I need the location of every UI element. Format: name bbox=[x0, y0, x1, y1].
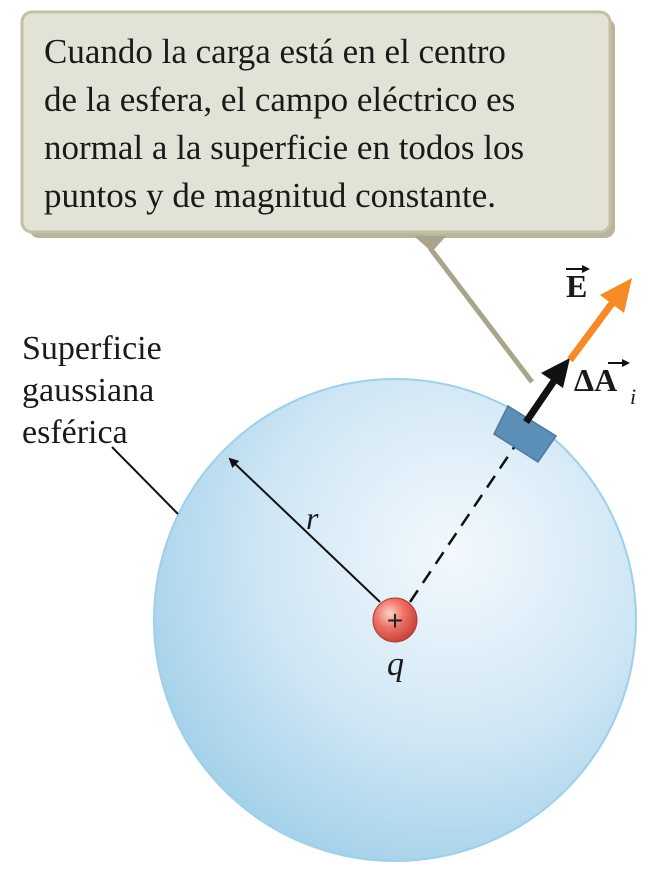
area-vector-shaft bbox=[523, 376, 559, 424]
callout-line: puntos y de magnitud constante. bbox=[44, 176, 497, 215]
callout-pointer-tip bbox=[414, 236, 446, 252]
field-label-overarrow bbox=[566, 265, 590, 273]
area-label: ΔA bbox=[574, 362, 618, 398]
callout-line: de la esfera, el campo eléctrico es bbox=[44, 80, 516, 119]
callout-text: Cuando la carga está en el centro de la … bbox=[44, 28, 614, 220]
radius-arrow bbox=[228, 457, 381, 603]
surface-label-line: esférica bbox=[22, 414, 128, 451]
field-vector-head bbox=[600, 278, 632, 313]
point-charge bbox=[372, 597, 418, 643]
surface-label-line: Superficie bbox=[22, 330, 162, 367]
area-vector-head bbox=[541, 358, 570, 388]
dashed-radius-line bbox=[408, 439, 521, 603]
field-label: E bbox=[566, 268, 588, 304]
surface-label-line: gaussiana bbox=[22, 372, 155, 409]
surface-label: Superficie gaussiana esférica bbox=[22, 328, 162, 454]
charge-plus-sign: + bbox=[387, 605, 403, 636]
area-element-patch bbox=[493, 404, 558, 464]
radius-label: r bbox=[306, 500, 319, 536]
surface-label-leader bbox=[111, 446, 179, 515]
charge-label: q bbox=[387, 646, 404, 683]
callout-pointer-line bbox=[428, 246, 534, 384]
callout-line: normal a la superficie en todos los bbox=[44, 128, 525, 167]
area-subscript: i bbox=[630, 384, 637, 409]
callout-box bbox=[20, 10, 612, 234]
callout-line: Cuando la carga está en el centro bbox=[44, 32, 506, 71]
field-vector-shaft bbox=[567, 299, 616, 363]
area-label-overarrow bbox=[608, 359, 630, 367]
